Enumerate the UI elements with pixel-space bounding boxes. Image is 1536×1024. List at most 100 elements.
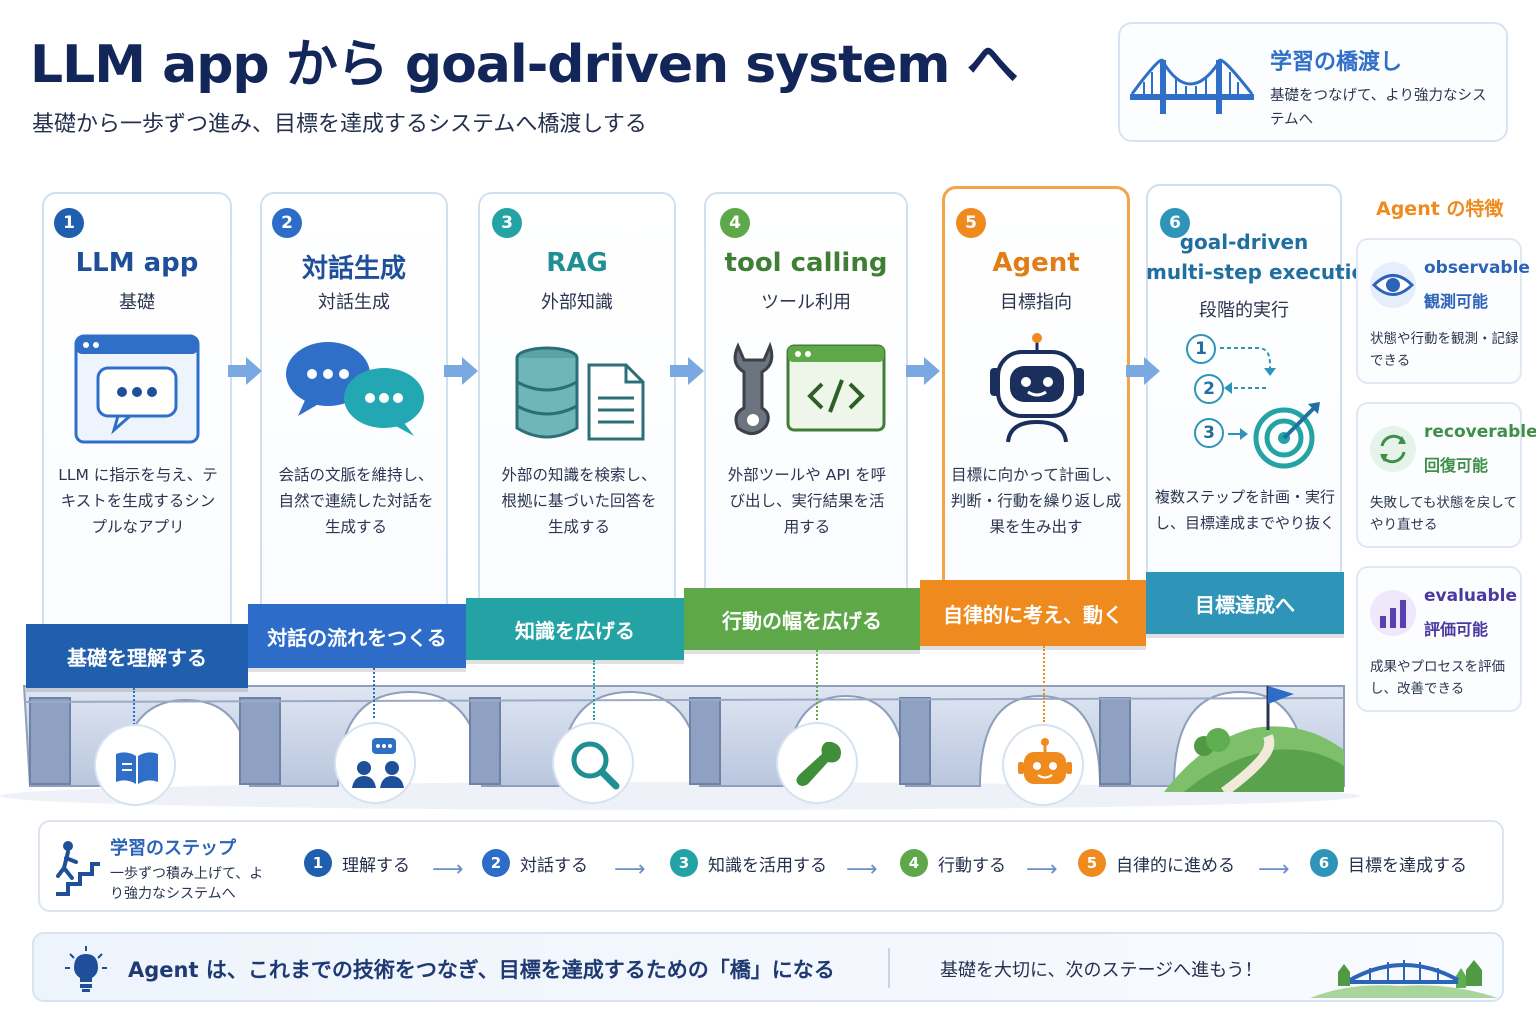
stage-sub-2: 対話生成 (318, 292, 390, 313)
connector (1043, 646, 1045, 722)
feature-card-observable: observable 観測可能 状態や行動を観測・記録できる (1356, 238, 1530, 384)
book-icon (116, 752, 158, 784)
stage-title-3: RAG (546, 248, 608, 278)
stage-desc-2: 会話の文脈を維持し、自然で連続した対話を生成する (278, 466, 434, 536)
arrow-right-icon (906, 357, 940, 385)
footer-right-message: 基礎を大切に、次のステージへ進もう！ (940, 960, 1263, 981)
chat-bubbles-icon (286, 342, 424, 436)
code-window-icon (786, 344, 886, 432)
plank-3: 知識を広げる (466, 598, 684, 660)
small-wrench-icon (796, 742, 841, 786)
stage-sub-4: ツール利用 (761, 292, 851, 313)
flow-step-3: 3 (1194, 418, 1224, 448)
eye-icon (1370, 262, 1416, 308)
wrench-circle (776, 722, 858, 804)
stage-number-4: 4 (720, 208, 750, 238)
stage-number-2: 2 (272, 208, 302, 238)
stage-desc-5: 目標に向かって計画し、判断・行動を繰り返し成果を生み出す (950, 466, 1122, 536)
refresh-icon (1370, 426, 1416, 472)
arrow-right-icon (1126, 357, 1160, 385)
stage-desc-3: 外部の知識を検索し、根拠に基づいた回答を生成する (501, 466, 657, 536)
feature-en: evaluable (1424, 586, 1518, 606)
footer-divider (888, 948, 890, 988)
stairs-person-icon (56, 841, 100, 896)
plank-4: 行動の幅を広げる (684, 588, 920, 650)
arrow-right-icon (228, 357, 262, 385)
footer-bridge-icon (1310, 960, 1498, 998)
step-arrow-icon: ⟶ (1258, 857, 1290, 882)
stage-sub-3: 外部知識 (541, 292, 613, 313)
step-arrow-icon: ⟶ (1026, 857, 1058, 882)
flow-step-1: 1 (1186, 334, 1216, 364)
magnifier-circle (552, 722, 634, 804)
stage-number-3: 3 (492, 208, 522, 238)
stage-desc-6: 複数ステップを計画・実行し、目標達成までやり抜く (1154, 488, 1335, 532)
magnifier-icon (571, 741, 620, 790)
connector (593, 660, 595, 720)
feature-desc: 失敗しても状態を戻してやり直せる (1370, 495, 1518, 533)
features-title: Agent の特徴 (1376, 198, 1504, 220)
people-chat-icon (352, 738, 404, 788)
flag-hill-icon (1164, 686, 1344, 792)
stage-number-6: 6 (1160, 208, 1190, 238)
flow-arrows (1220, 347, 1276, 440)
feature-en: observable (1424, 258, 1530, 278)
arrow-right-icon (670, 357, 704, 385)
stage-desc-4: 外部ツールや API を呼び出し、実行結果を活用する (727, 466, 887, 536)
footer-banner: Agent は、これまでの技術をつなぎ、目標を達成するための「橋」になる 基礎を… (32, 932, 1504, 1002)
connector (373, 668, 375, 718)
stage-number-1: 1 (54, 208, 84, 238)
stage-number-5: 5 (956, 208, 986, 238)
page-title: LLM app から goal-driven system へ (30, 35, 1018, 95)
step-arrow-icon: ⟶ (432, 857, 464, 882)
stage-title-1: LLM app (75, 248, 199, 278)
stage-title-2: 対話生成 (301, 254, 406, 284)
bridge-info-box: 学習の橋渡し 基礎をつなげて、より強力なシステムへ (1118, 22, 1508, 142)
document-icon (587, 363, 645, 441)
plank-6: 目標達成へ (1146, 572, 1344, 634)
stage-title-5: Agent (992, 248, 1080, 278)
feature-en: recoverable (1424, 422, 1536, 442)
step-arrow-icon: ⟶ (846, 857, 878, 882)
bridge-icon (1130, 58, 1254, 114)
database-icon (515, 346, 579, 439)
small-robot-icon (1018, 738, 1072, 784)
step-arrow-icon: ⟶ (614, 857, 646, 882)
robot-icon (990, 333, 1084, 443)
bridge-box-title: 学習の橋渡し (1270, 50, 1403, 75)
connector (816, 650, 818, 720)
plank-1: 基礎を理解する (26, 624, 248, 688)
feature-card-evaluable: evaluable 評価可能 成果やプロセスを評価し、改善できる (1356, 566, 1522, 712)
book-circle (94, 724, 176, 806)
stage-sub-5: 目標指向 (1000, 292, 1072, 313)
people-circle (334, 722, 416, 804)
bar-chart-icon (1370, 590, 1416, 636)
flow-step-2: 2 (1194, 374, 1224, 404)
target-icon (1253, 402, 1320, 469)
arrow-right-icon (444, 357, 478, 385)
feature-ja: 回復可能 (1424, 456, 1489, 475)
footer-main-message: Agent は、これまでの技術をつなぎ、目標を達成するための「橋」になる (128, 958, 835, 982)
stage-title-6-line1: goal-driven (1179, 230, 1309, 254)
wrench-icon (733, 342, 774, 435)
plank-5: 自律的に考え、動く (920, 580, 1146, 646)
connector (133, 688, 135, 728)
stage-sub-1: 基礎 (119, 292, 155, 313)
feature-ja: 観測可能 (1424, 292, 1489, 311)
stage-title-6-line2: multi-step execution (1146, 260, 1380, 284)
learning-steps-title: 学習のステップ (110, 838, 236, 859)
learning-steps-desc: 一歩ずつ積み上げて、より強力なシステムへ (110, 866, 264, 902)
feature-card-recoverable: recoverable 回復可能 失敗しても状態を戻してやり直せる (1356, 402, 1536, 548)
feature-desc: 成果やプロセスを評価し、改善できる (1370, 659, 1505, 697)
stage-desc-1: LLM に指示を与え、テキストを生成するシンプルなアプリ (58, 466, 218, 536)
plank-2: 対話の流れをつくる (248, 604, 466, 668)
feature-ja: 評価可能 (1424, 620, 1489, 639)
feature-desc: 状態や行動を観測・記録できる (1370, 331, 1519, 369)
chat-window-icon (74, 334, 200, 444)
